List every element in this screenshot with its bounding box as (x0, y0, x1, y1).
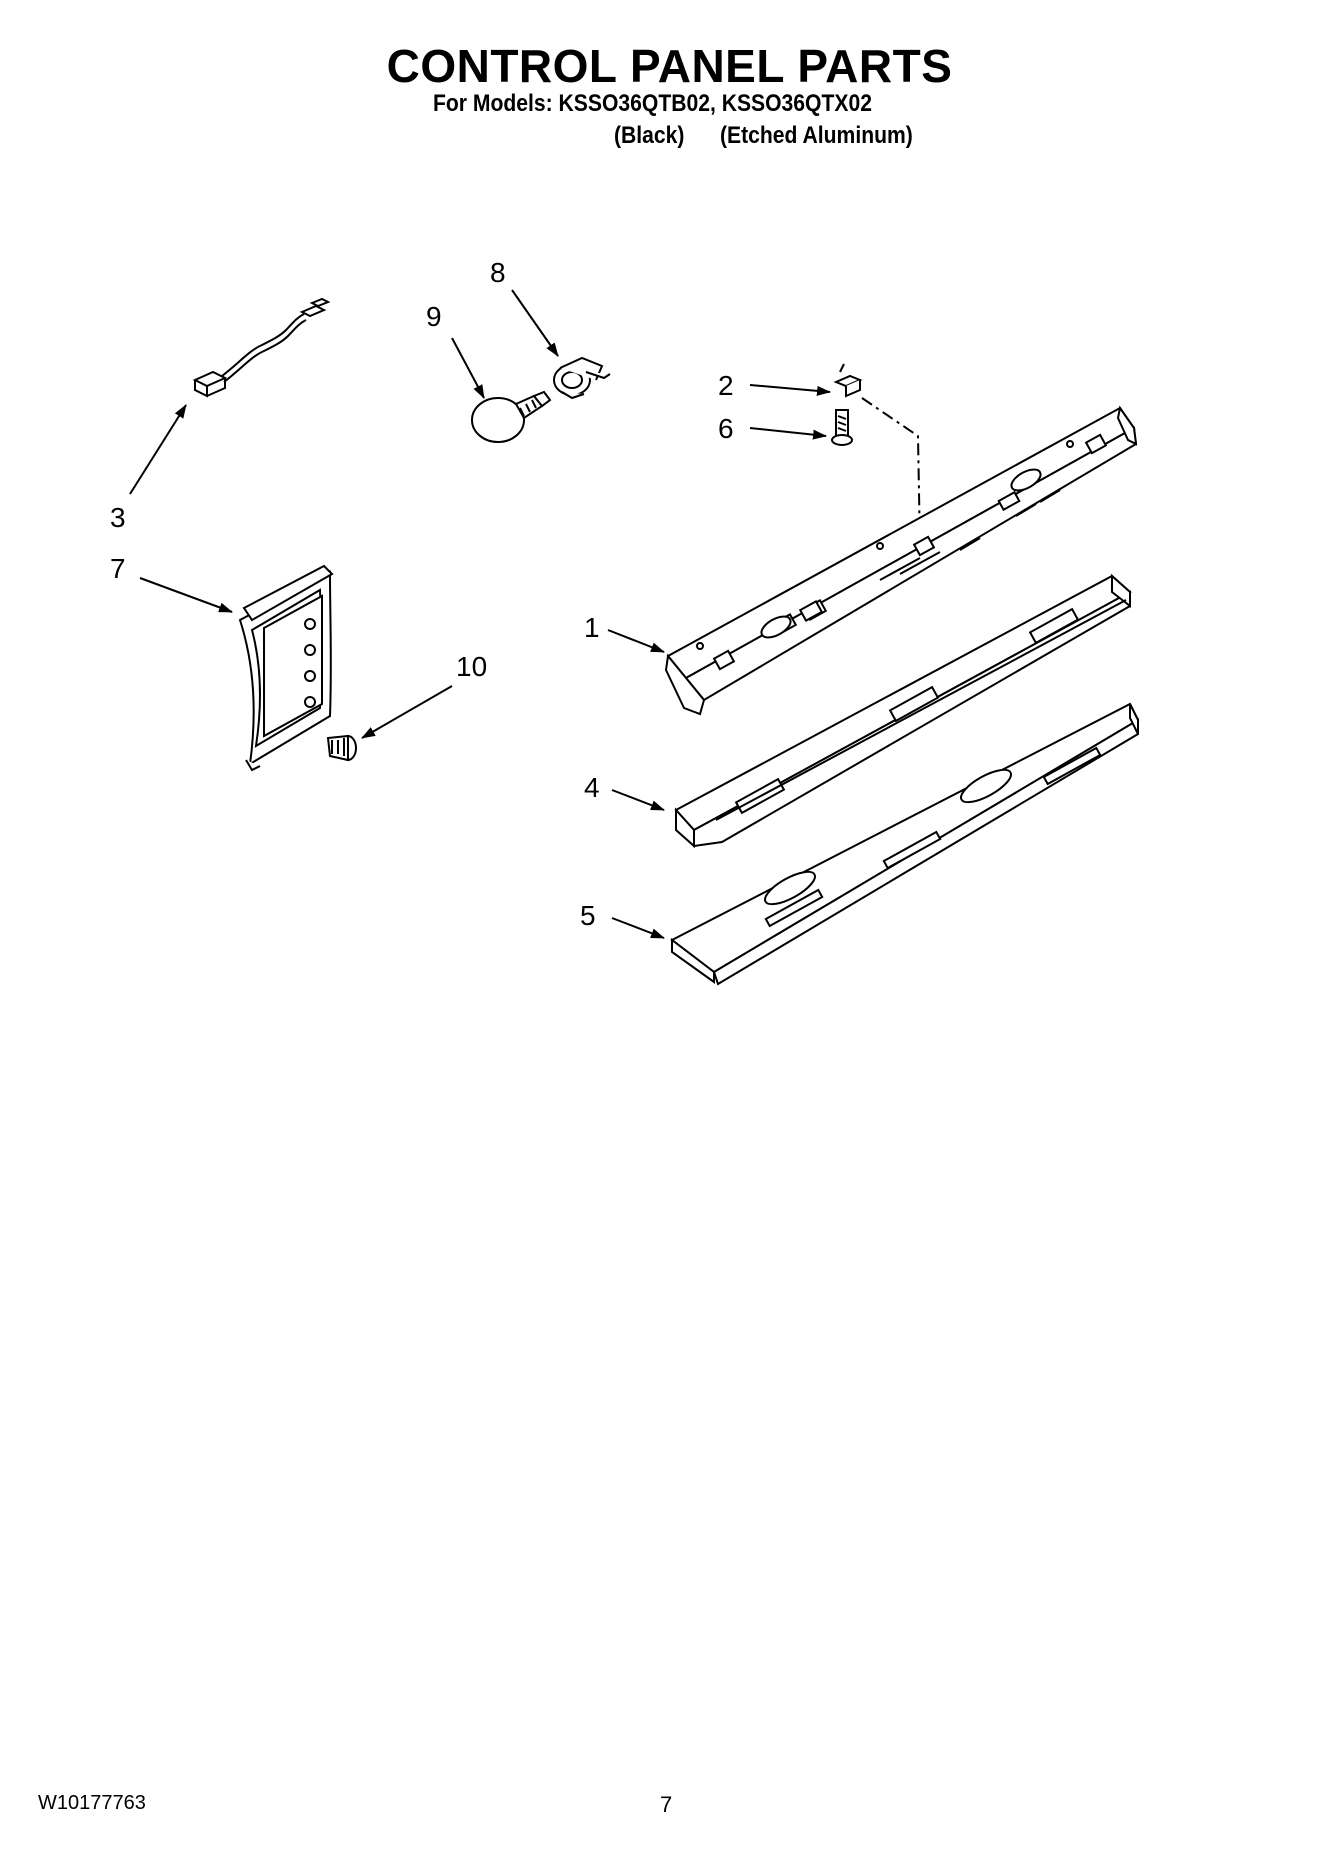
callout-4: 4 (584, 772, 600, 803)
control-interface-part (238, 564, 334, 772)
leader-10 (361, 685, 453, 739)
callout-8: 8 (490, 257, 506, 288)
screw-part (831, 409, 853, 446)
leader-4 (611, 789, 665, 811)
callout-9: 9 (426, 301, 442, 332)
clip-part (833, 363, 863, 398)
leader-7 (139, 577, 233, 613)
callout-1: 1 (584, 612, 600, 643)
callout-7: 7 (110, 553, 126, 584)
assembly-dash-line (861, 397, 921, 549)
callout-10: 10 (456, 651, 487, 682)
finish-black-label: (Black) (614, 122, 685, 149)
header: CONTROL PANEL PARTS (0, 40, 1339, 92)
control-panel-bracket-part (664, 405, 1138, 716)
page-number: 7 (660, 1792, 673, 1817)
support-rail-part (674, 573, 1132, 849)
callout-6: 6 (718, 413, 734, 444)
leader-6 (749, 427, 827, 440)
bottom-channel-part (670, 702, 1140, 986)
document-number: W10177763 (38, 1792, 146, 1814)
page-title: CONTROL PANEL PARTS (386, 40, 953, 92)
callout-5: 5 (580, 900, 596, 931)
callout-3: 3 (110, 502, 126, 533)
leader-8 (511, 289, 559, 357)
leader-lines (129, 289, 831, 939)
leader-3 (129, 404, 187, 495)
models-line: For Models: KSSO36QTB02, KSSO36QTX02 (433, 90, 872, 117)
panel-screw-part (326, 734, 357, 762)
leader-1 (607, 629, 665, 653)
callout-2: 2 (718, 370, 734, 401)
wire-harness-part (192, 297, 331, 398)
leader-9 (451, 337, 485, 399)
leader-5 (611, 917, 665, 939)
lamp-socket-part (553, 356, 611, 400)
leader-2 (749, 384, 831, 396)
finish-aluminum-label: (Etched Aluminum) (720, 122, 913, 149)
light-bulb-part (471, 390, 552, 443)
